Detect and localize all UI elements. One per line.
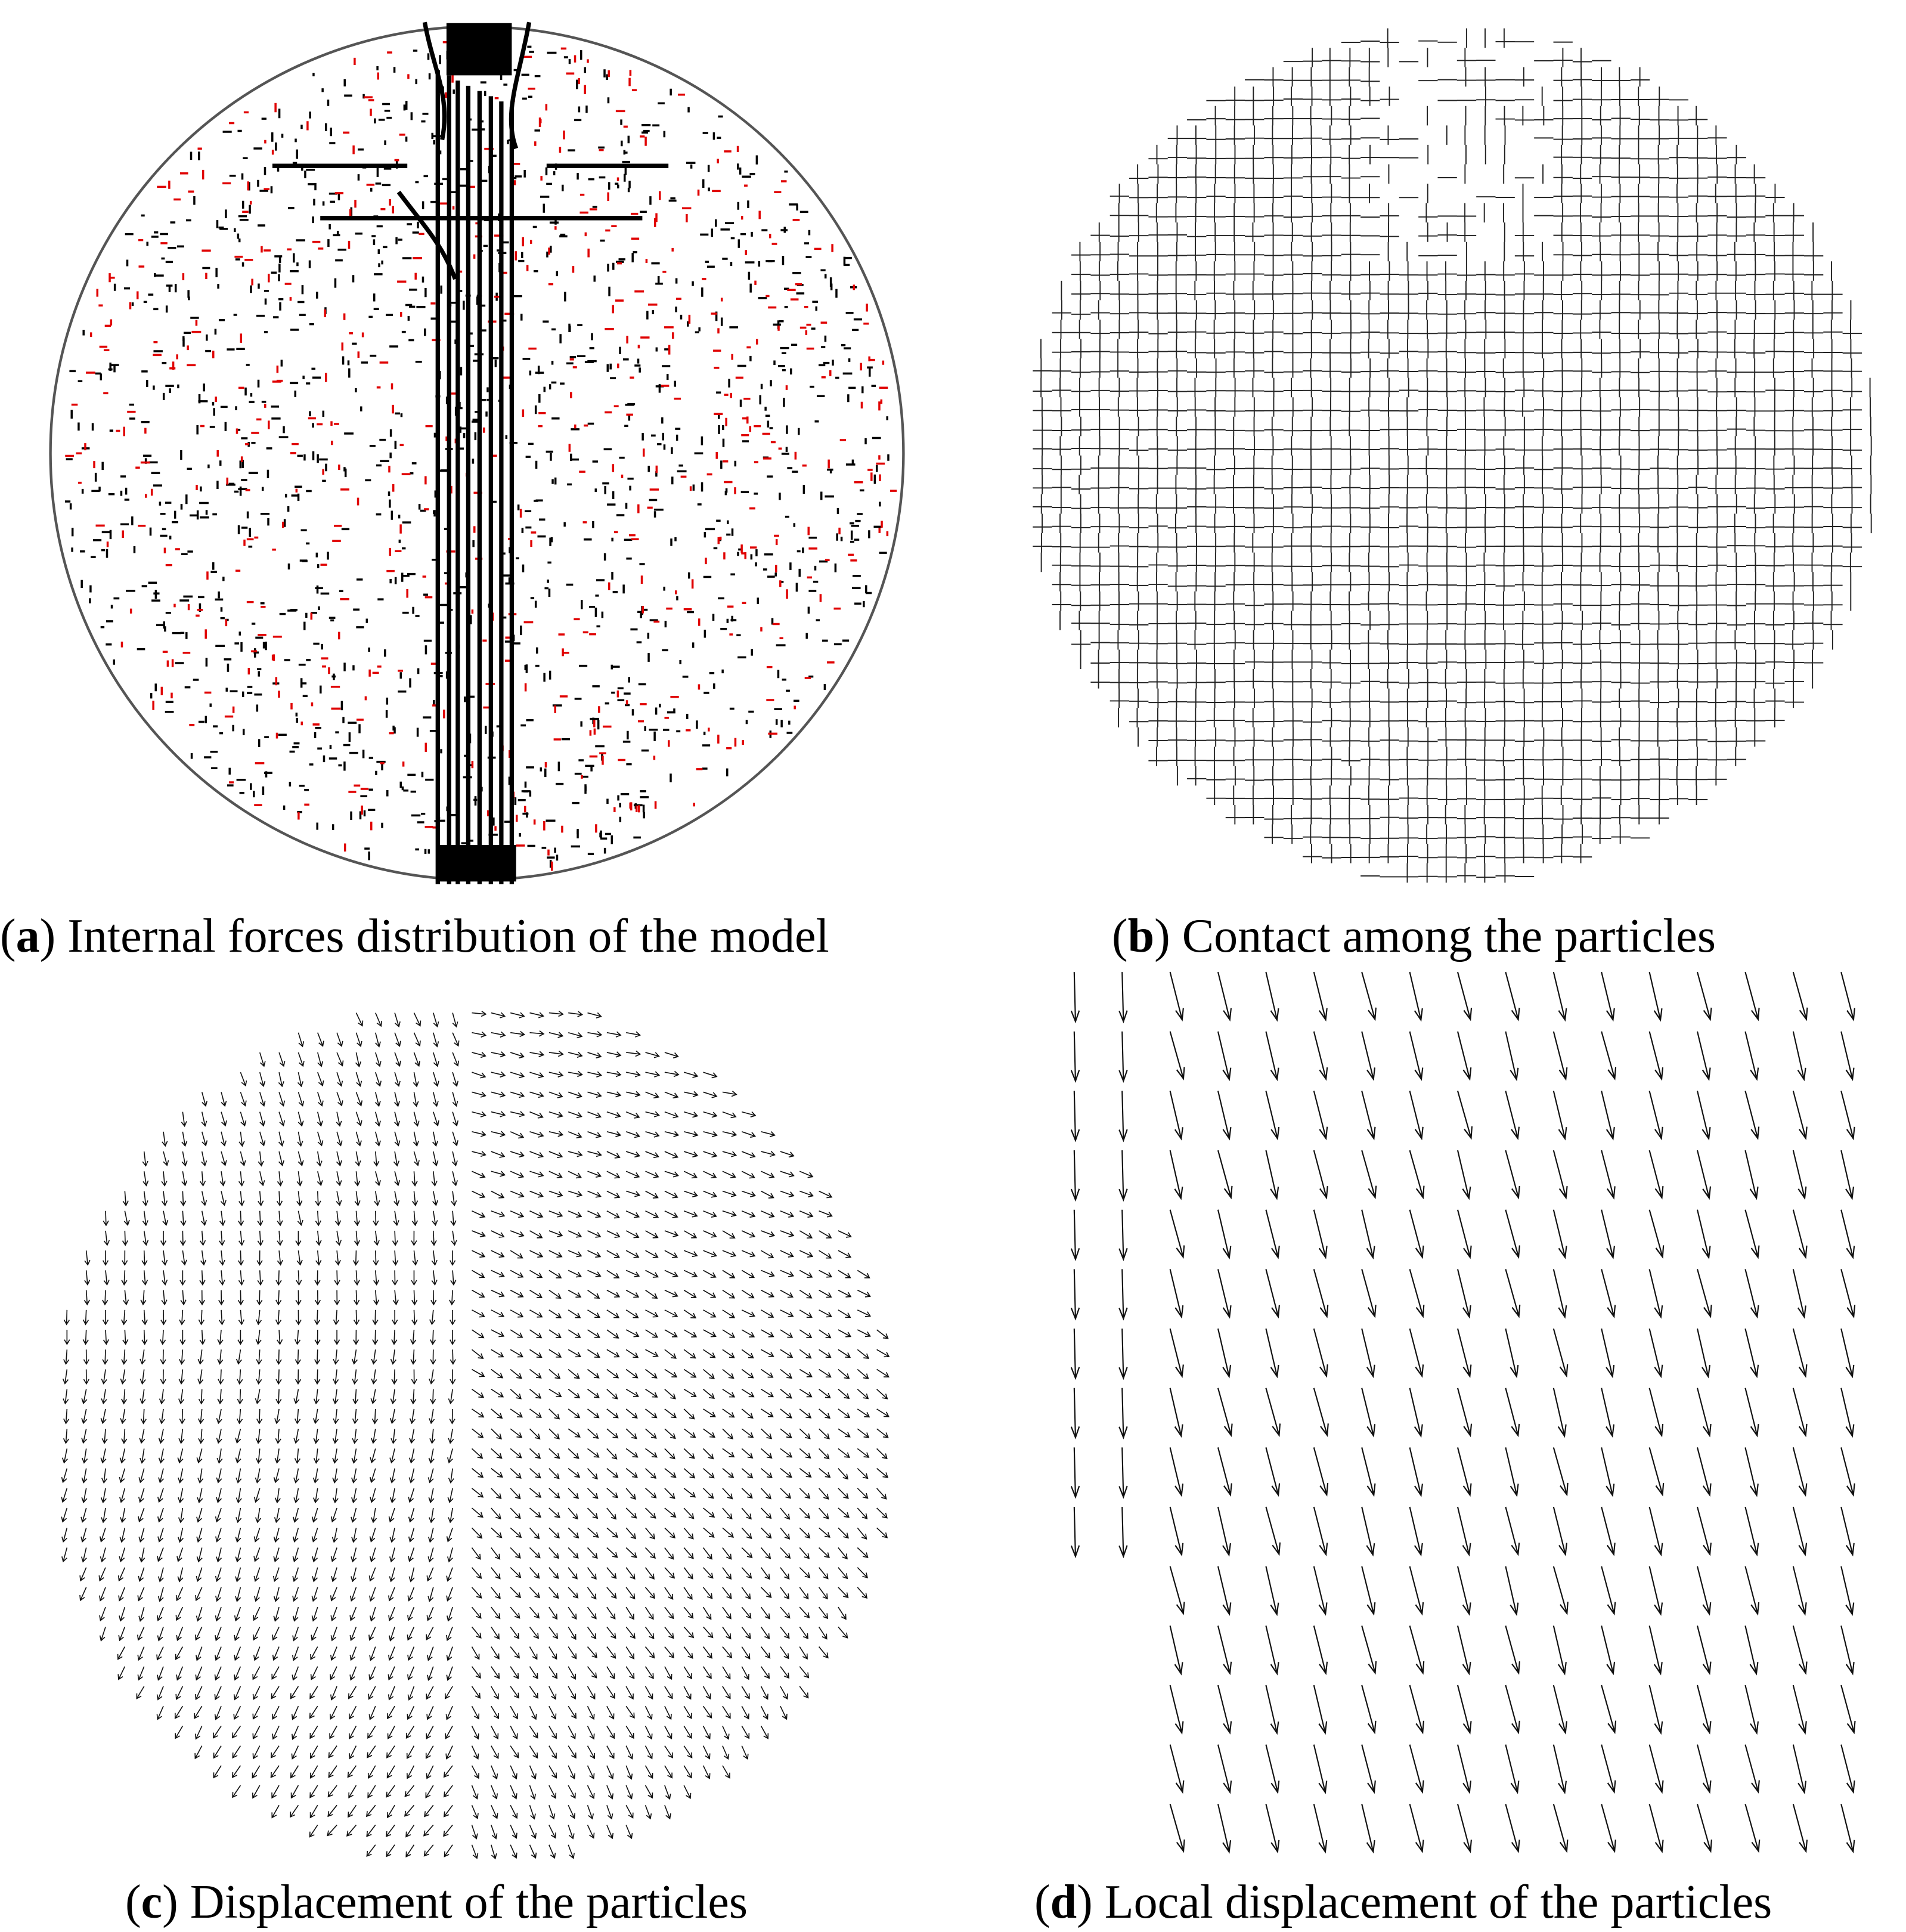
crack-force-chain <box>272 21 669 884</box>
caption-b: (b) Contact among the particles <box>1112 910 1716 962</box>
local-displacement-plot <box>1070 971 1856 1854</box>
loading-platen-top <box>446 23 512 76</box>
caption-d: (d) Local displacement of the particles <box>1034 1876 1772 1928</box>
model-boundary <box>49 25 905 881</box>
internal-forces-plot <box>49 21 905 884</box>
caption-b-letter: b <box>1127 910 1155 962</box>
displacement-plot <box>61 1010 890 1860</box>
particle-contact-network <box>1033 28 1872 883</box>
caption-c-text: Displacement of the particles <box>190 1876 748 1928</box>
contact-network-plot <box>1033 28 1872 883</box>
caption-a: (a) Internal forces distribution of the … <box>0 910 829 962</box>
caption-a-text: Internal forces distribution of the mode… <box>67 910 829 962</box>
local-displacement-arrow-field <box>1070 971 1856 1854</box>
caption-a-letter: a <box>16 910 40 962</box>
local-displacement-panel <box>1058 963 1857 1863</box>
caption-d-letter: d <box>1050 1876 1077 1928</box>
displacement-arrow-field <box>61 1010 890 1860</box>
contact-network-panel <box>1014 9 1890 891</box>
displacement-panel <box>48 966 924 1866</box>
caption-c-letter: c <box>141 1876 163 1928</box>
caption-b-text: Contact among the particles <box>1182 910 1716 962</box>
caption-c: (c) Displacement of the particles <box>125 1876 748 1928</box>
caption-d-text: Local displacement of the particles <box>1104 1876 1772 1928</box>
internal-forces-panel <box>42 18 912 888</box>
loading-platen-bottom <box>438 845 516 882</box>
